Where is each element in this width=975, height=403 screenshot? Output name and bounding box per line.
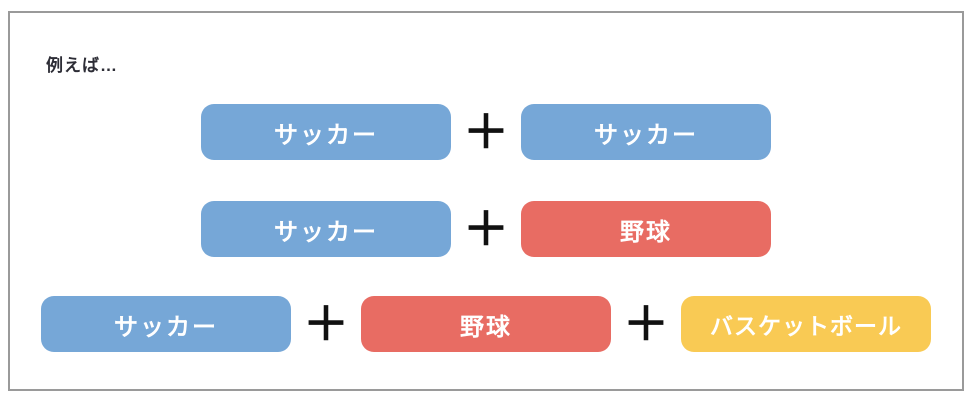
sport-tag-baseball: 野球 [361,296,611,352]
combination-row-1: サッカー ＋ サッカー [10,104,962,160]
plus-icon: ＋ [463,105,509,159]
sport-tag-baseball: 野球 [521,201,771,257]
sport-tag-soccer: サッカー [521,104,771,160]
sport-tag-soccer: サッカー [201,201,451,257]
plus-icon: ＋ [303,297,349,351]
combination-row-3: サッカー ＋ 野球 ＋ バスケットボール [10,296,962,352]
sport-tag-soccer: サッカー [201,104,451,160]
sport-tag-soccer: サッカー [41,296,291,352]
plus-icon: ＋ [463,202,509,256]
sport-tag-basketball: バスケットボール [681,296,931,352]
content-frame: 例えば… サッカー ＋ サッカー サッカー ＋ 野球 サッカー ＋ 野球 ＋ バ… [8,11,964,391]
example-label: 例えば… [46,56,118,75]
combination-row-2: サッカー ＋ 野球 [10,201,962,257]
plus-icon: ＋ [623,297,669,351]
